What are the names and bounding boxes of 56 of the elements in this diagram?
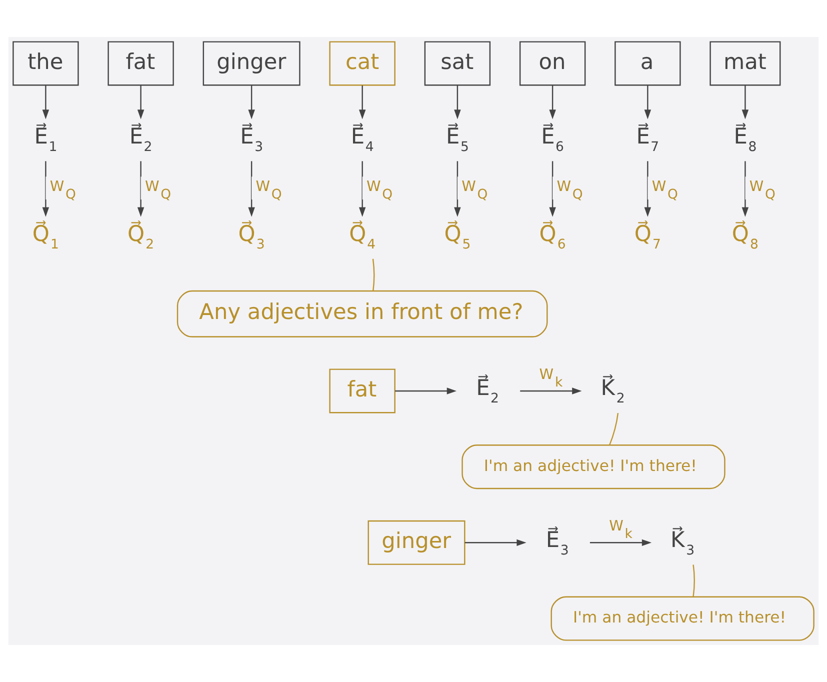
node-text: E⃗$_{3}$ <box>240 124 263 155</box>
node-text: Q⃗$_{4}$ <box>349 222 376 252</box>
node-text: K⃗$_{2}$ <box>600 376 625 407</box>
node-text: E⃗$_{7}$ <box>636 124 660 155</box>
arrow <box>358 161 366 217</box>
arrow <box>42 86 50 120</box>
node-box: sat <box>424 41 491 86</box>
node-text: Q⃗$_{2}$ <box>128 222 154 252</box>
node-box: cat <box>329 41 396 86</box>
node-text: K⃗$_{3}$ <box>670 528 695 558</box>
node-text: Q⃗$_{3}$ <box>238 222 265 252</box>
node-text: E⃗$_{4}$ <box>350 124 374 155</box>
node-box: fat <box>108 41 174 86</box>
connector <box>692 564 695 597</box>
node-text: E⃗$_{2}$ <box>476 376 499 407</box>
arrow <box>454 161 461 217</box>
arrow <box>644 161 652 217</box>
arrow <box>590 539 652 546</box>
node-text: Q⃗$_{6}$ <box>539 222 566 252</box>
node-box: a <box>614 41 681 86</box>
arrow <box>742 161 749 217</box>
node-text: E⃗$_{1}$ <box>34 124 58 155</box>
node-text: E⃗$_{5}$ <box>446 124 469 155</box>
node-text: Q⃗$_{5}$ <box>444 222 471 252</box>
arrow <box>549 161 556 217</box>
node-box: I'm an adjective! I'm there! <box>550 596 814 641</box>
arrow <box>248 161 255 217</box>
node-box: on <box>519 41 586 86</box>
connector <box>372 258 375 292</box>
node-text: E⃗$_{2}$ <box>129 124 152 155</box>
arrow <box>248 86 255 120</box>
node-text: E⃗$_{3}$ <box>546 528 569 558</box>
node-text: Q⃗$_{8}$ <box>732 222 758 252</box>
node-box: the <box>12 41 79 86</box>
node-box: ginger <box>202 41 300 86</box>
connector <box>609 412 619 446</box>
node-text: Q⃗$_{1}$ <box>32 222 59 252</box>
node-box: fat <box>329 368 396 414</box>
arrow <box>644 86 652 120</box>
node-text: E⃗$_{8}$ <box>734 124 757 155</box>
arrow <box>137 161 144 217</box>
arrow <box>137 86 144 120</box>
arrow <box>454 86 461 120</box>
node-box: Any adjectives in front of me? <box>176 290 548 338</box>
arrow <box>358 86 366 120</box>
node-text: E⃗$_{6}$ <box>541 124 564 155</box>
node-text: Q⃗$_{7}$ <box>634 222 661 252</box>
arrow <box>549 86 556 120</box>
arrow <box>464 539 526 546</box>
arrow <box>395 388 456 394</box>
arrow <box>520 388 582 394</box>
arrow <box>42 161 50 217</box>
node-box: ginger <box>368 520 466 565</box>
node-box: mat <box>710 41 781 86</box>
node-box: I'm an adjective! I'm there! <box>462 444 726 490</box>
arrow <box>742 86 749 120</box>
